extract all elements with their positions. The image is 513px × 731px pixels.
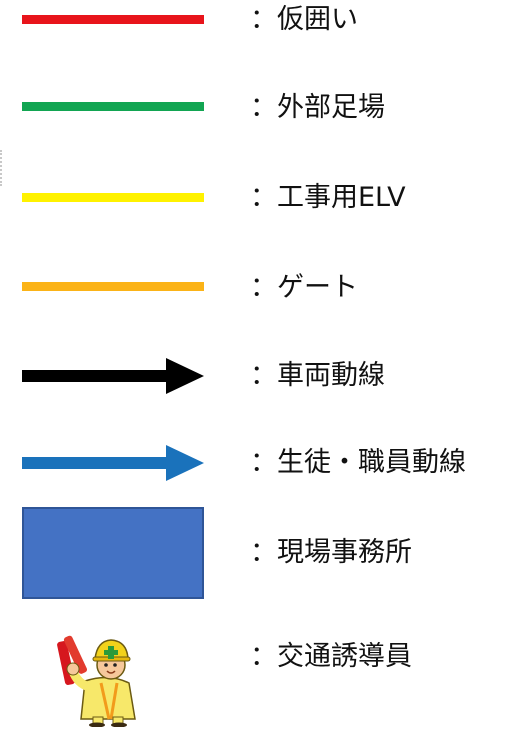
legend-label: ：工事用ELV bbox=[250, 182, 406, 213]
legend-item-construction-elevator: ：工事用ELV bbox=[0, 180, 513, 240]
legend-label: ：ゲート bbox=[250, 272, 358, 303]
yellow-line-symbol bbox=[22, 193, 204, 202]
legend-item-student-staff-route: ：生徒・職員動線 bbox=[0, 443, 513, 503]
legend-label: ：外部足場 bbox=[250, 92, 385, 123]
edge-mark bbox=[0, 150, 5, 186]
legend-label: ：現場事務所 bbox=[250, 537, 412, 568]
legend-item-exterior-scaffolding: ：外部足場 bbox=[0, 90, 513, 150]
legend-label: ：交通誘導員 bbox=[250, 641, 412, 672]
legend-label: ：仮囲い bbox=[250, 4, 358, 35]
traffic-guard-icon bbox=[55, 627, 151, 731]
legend-item-vehicle-route: ：車両動線 bbox=[0, 352, 513, 412]
blue-rectangle-symbol bbox=[22, 507, 204, 599]
legend-item-gate: ：ゲート bbox=[0, 272, 513, 332]
orange-line-symbol bbox=[22, 282, 204, 291]
black-arrow-symbol bbox=[22, 356, 204, 396]
legend-label: ：車両動線 bbox=[250, 360, 385, 391]
legend-item-traffic-guard: ：交通誘導員 bbox=[0, 615, 513, 728]
red-line-symbol bbox=[22, 15, 204, 24]
blue-arrow-symbol bbox=[22, 443, 204, 483]
green-line-symbol bbox=[22, 102, 204, 111]
legend-item-site-office: ：現場事務所 bbox=[0, 507, 513, 602]
legend-item-temporary-fence: ：仮囲い bbox=[0, 0, 513, 60]
legend-label: ：生徒・職員動線 bbox=[250, 447, 466, 478]
